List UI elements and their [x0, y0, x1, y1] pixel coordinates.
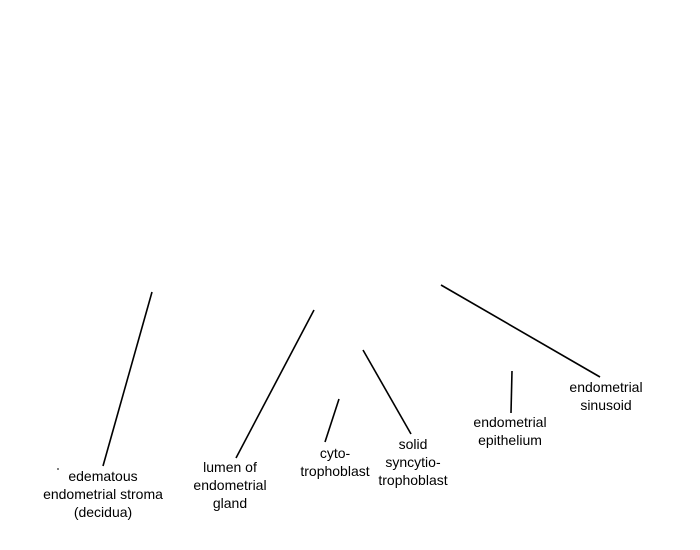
leader-line-lumen: [235, 309, 315, 459]
label-line: (decidua): [73, 504, 133, 520]
label-line: edematous: [68, 468, 138, 484]
label-line: trophoblast: [300, 463, 370, 479]
label-lumen-of-endometrial-gland: lumen of endometrial gland: [180, 458, 280, 512]
label-line: gland: [212, 495, 248, 511]
leader-line-syncytio: [362, 349, 412, 435]
label-line: endometrial stroma: [43, 486, 163, 502]
label-edematous-endometrial-stroma: edematous endometrial stroma (decidua): [28, 467, 178, 521]
label-line: syncytio-: [385, 454, 441, 470]
leader-line-stroma: [102, 291, 153, 467]
leader-line-epithelium: [510, 370, 513, 414]
label-endometrial-sinusoid: endometrial sinusoid: [556, 378, 656, 414]
label-line: endometrial: [193, 477, 267, 493]
label-line: trophoblast: [378, 472, 448, 488]
label-cytotrophoblast: cyto- trophoblast: [292, 444, 378, 480]
label-solid-syncytiotrophoblast: solid syncytio- trophoblast: [368, 435, 458, 489]
label-line: sinusoid: [580, 397, 632, 413]
label-line: endometrial: [569, 379, 643, 395]
leader-line-cyto: [324, 398, 340, 443]
label-line: lumen of: [203, 459, 257, 475]
label-endometrial-epithelium: endometrial epithelium: [460, 413, 560, 449]
label-line: cyto-: [319, 445, 351, 461]
label-line: endometrial: [473, 414, 547, 430]
label-line: solid: [398, 436, 428, 452]
leader-line-sinusoid: [440, 284, 601, 378]
label-line: epithelium: [478, 432, 542, 448]
